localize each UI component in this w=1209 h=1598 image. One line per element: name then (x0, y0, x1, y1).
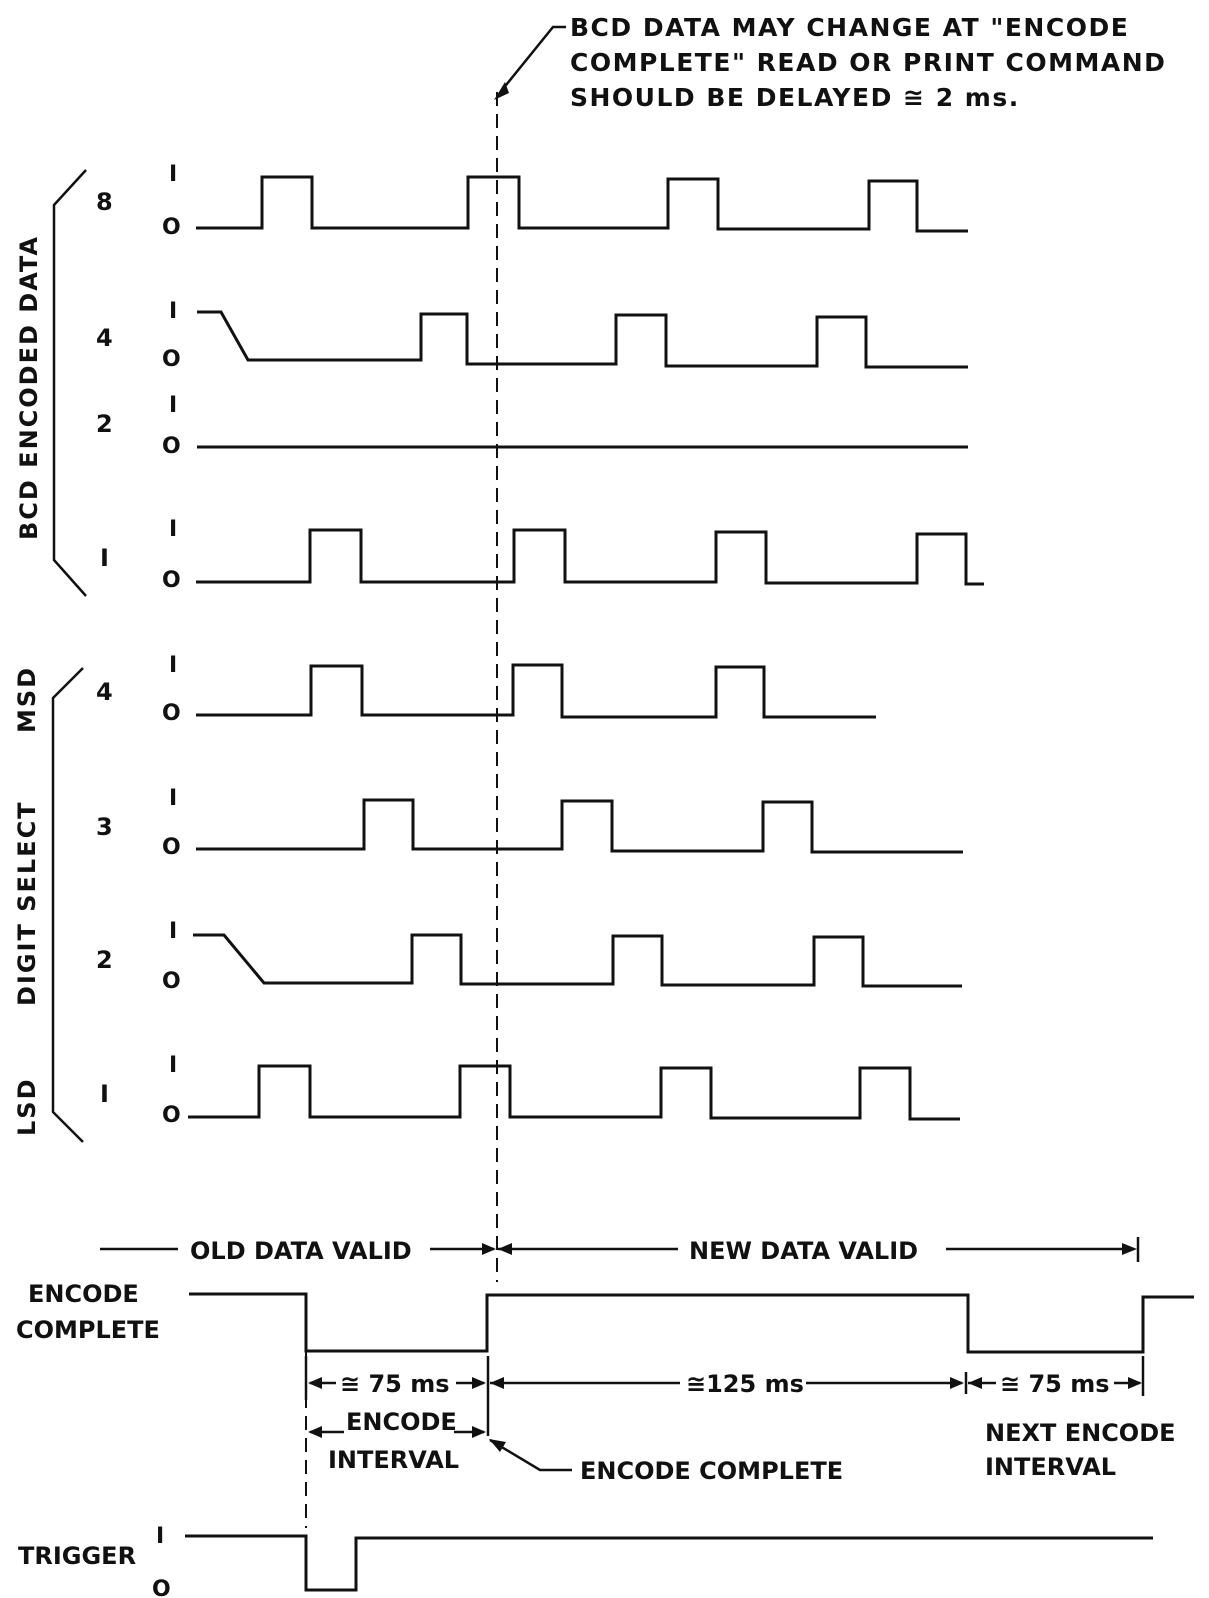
level-high-bcd2: I (169, 393, 177, 418)
level-low-ds4: O (162, 701, 181, 726)
new-valid-arrowhead-right (1122, 1243, 1137, 1255)
timing-dimensions: ≅ 75 ms ≅125 ms ≅ 75 ms (304, 1356, 1145, 1436)
waveform-ds4 (196, 663, 876, 719)
waveform-ds1 (188, 1064, 960, 1121)
trigger-level-high: I (156, 1524, 164, 1549)
annotation-leader-line (501, 25, 566, 91)
encode-interval-line2: INTERVAL (328, 1446, 459, 1474)
next-encode-interval-line1: NEXT ENCODE (985, 1419, 1176, 1447)
level-high-bcd1: I (169, 517, 177, 542)
msd-label: MSD (13, 666, 41, 733)
signal-label-ds4: 4 (96, 678, 113, 706)
t1-left-arrow (308, 1377, 322, 1389)
t3-right-arrow (1128, 1377, 1142, 1389)
signal-label-bcd1: I (100, 544, 109, 572)
encode-complete-pointer-line (489, 1438, 572, 1472)
t1-right-arrow (472, 1377, 486, 1389)
annotation-line-1: BCD DATA MAY CHANGE AT "ENCODE (570, 13, 1129, 42)
waveform-ds3 (196, 798, 963, 854)
signal-label-bcd2: 2 (96, 410, 113, 438)
encode-complete-pointer-label: ENCODE COMPLETE (580, 1457, 843, 1485)
timing-t1: ≅ 75 ms (340, 1370, 450, 1398)
level-high-ds1: I (169, 1053, 177, 1078)
signal-label-ds3: 3 (96, 813, 113, 841)
level-low-ds1: O (162, 1103, 181, 1128)
timing-t2: ≅125 ms (686, 1370, 804, 1398)
trigger-level-low: O (152, 1577, 171, 1598)
level-high-ds2: I (169, 919, 177, 944)
encode-interval-left-arrow (308, 1426, 322, 1438)
annotation-line-3: SHOULD BE DELAYED ≅ 2 ms. (570, 83, 1020, 112)
level-high-bcd4: I (169, 299, 177, 324)
level-low-bcd2: O (162, 434, 181, 459)
digit-select-group-label: DIGIT SELECT (13, 800, 41, 1006)
encode-interval-right-arrow (472, 1426, 486, 1438)
new-data-valid-label: NEW DATA VALID (689, 1237, 918, 1265)
next-encode-interval-line2: INTERVAL (985, 1453, 1116, 1481)
bcd-change-annotation: BCD DATA MAY CHANGE AT "ENCODE COMPLETE"… (494, 13, 1166, 112)
timing-t3: ≅ 75 ms (1000, 1370, 1110, 1398)
signal-label-bcd8: 8 (96, 188, 113, 216)
waveform-ds2 (193, 933, 962, 988)
encode-interval-line1: ENCODE (346, 1408, 457, 1436)
lsd-label: LSD (13, 1078, 41, 1137)
bcd-bracket (52, 169, 87, 597)
encode-complete-pointer-arrow (489, 1439, 506, 1452)
level-low-ds3: O (162, 835, 181, 860)
trigger-label: TRIGGER (18, 1542, 136, 1570)
t2-right-arrow (950, 1377, 964, 1389)
digit-select-bracket (51, 667, 84, 1143)
data-validity-row: OLD DATA VALID NEW DATA VALID (100, 1237, 1140, 1265)
old-data-valid-label: OLD DATA VALID (190, 1237, 412, 1265)
waveform-trigger (185, 1534, 1153, 1592)
level-high-ds3: I (169, 786, 177, 811)
bcd-group-label: BCD ENCODED DATA (15, 235, 43, 540)
encode-complete-label-line1: ENCODE (28, 1280, 139, 1308)
signal-label-bcd4: 4 (96, 324, 113, 352)
level-low-bcd8: O (162, 215, 181, 240)
level-low-bcd4: O (162, 347, 181, 372)
signal-label-ds2: 2 (96, 946, 113, 974)
old-valid-arrowhead (482, 1243, 496, 1255)
waveform-bcd8 (196, 175, 968, 233)
signal-label-ds1: I (100, 1080, 109, 1108)
waveform-bcd1 (196, 528, 984, 586)
waveform-bcd4 (197, 310, 968, 369)
level-high-bcd8: I (169, 162, 177, 187)
waveform-encode-complete (189, 1292, 1194, 1354)
level-low-ds2: O (162, 969, 181, 994)
annotation-line-2: COMPLETE" READ OR PRINT COMMAND (570, 48, 1166, 77)
encode-complete-label-line2: COMPLETE (16, 1316, 160, 1344)
level-high-ds4: I (169, 653, 177, 678)
level-low-bcd1: O (162, 568, 181, 593)
